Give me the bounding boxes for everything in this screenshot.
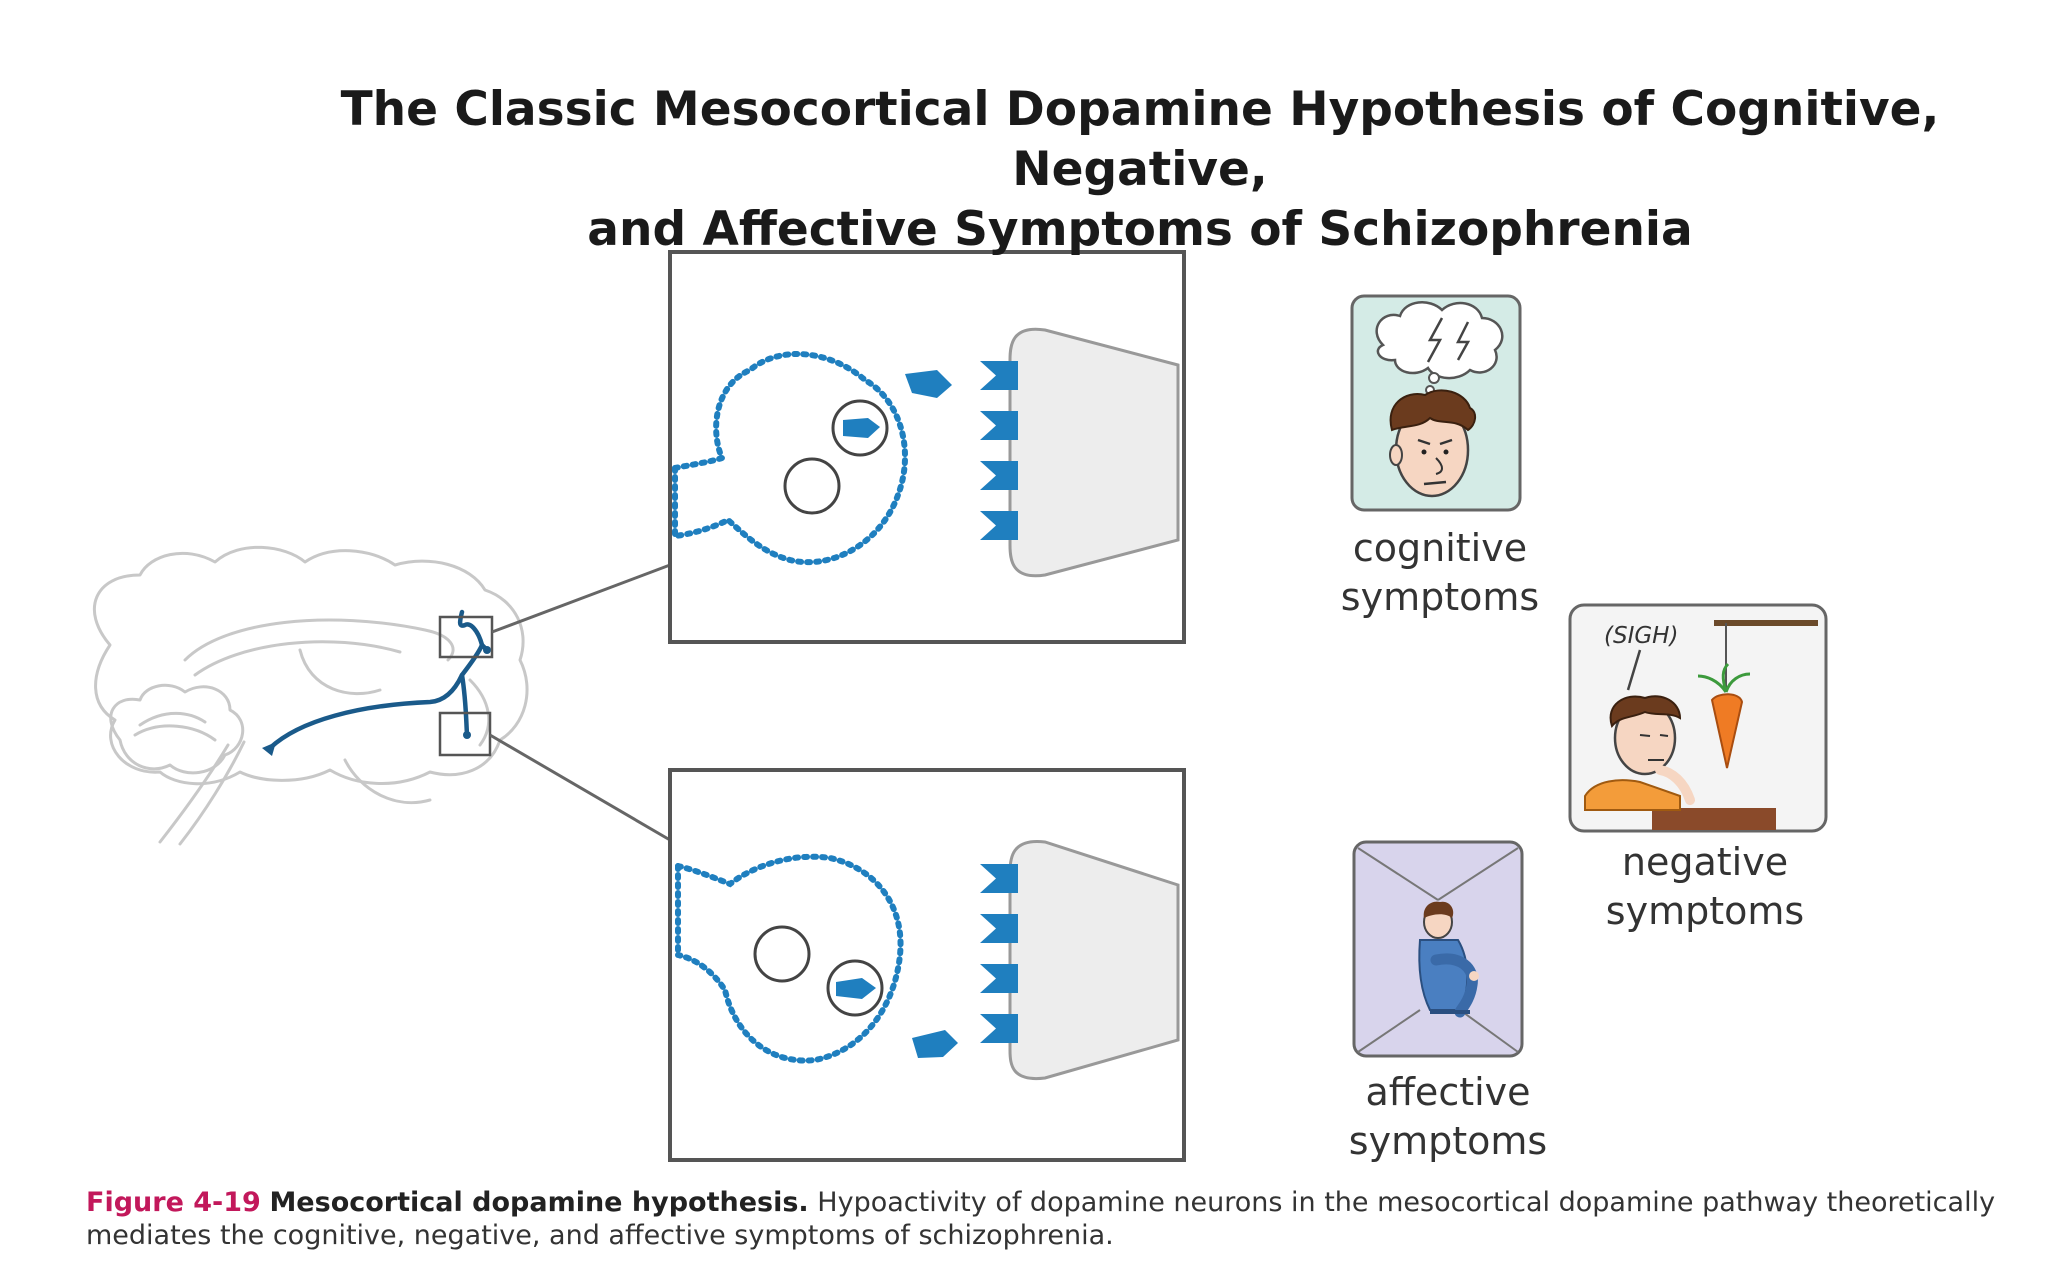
brain-highlight-box-upper [438,615,494,659]
negative-symptom-panel: (SIGH) [1568,603,1828,833]
empty-vesicle [783,457,841,515]
confused-person-icon [1389,389,1476,498]
title-line-1: The Classic Mesocortical Dopamine Hypoth… [340,82,1940,197]
mesocortical-pathway [267,609,490,751]
affective-symptom-panel [1352,840,1524,1058]
pathway-terminal-dot [483,646,491,654]
dopamine-receptors [980,864,1018,1043]
brain-outline [92,545,529,846]
connector-line-lower [489,733,671,842]
title-line-2: and Affective Symptoms of Schizophrenia [587,202,1693,257]
vta-origin-marker [262,742,276,756]
dopamine-receptor [980,361,1018,390]
carrot-icon [1697,662,1751,769]
released-dopamine [912,1030,958,1058]
dopamine-molecule [843,418,880,438]
affective-label-line-2: symptoms [1348,1119,1548,1163]
presynaptic-terminal [672,351,908,566]
postsynaptic-neuron [1008,327,1180,578]
synapse-panel-lower [668,768,1186,1162]
bored-person-icon [1584,695,1695,811]
dopamine-receptor [980,511,1018,540]
released-dopamine [905,370,952,398]
figure-title: The Classic Mesocortical Dopamine Hypoth… [230,80,2048,260]
caption-text: Hypoactivity of dopamine neurons in the … [86,1187,1996,1251]
sad-person-icon [1418,901,1479,1018]
lightning-icon [1426,317,1444,363]
negative-symptoms-label: negative symptoms [1575,838,1835,936]
cognitive-symptom-panel [1350,294,1522,512]
synapse-panel-upper [668,250,1186,644]
pathway-terminal-dot [463,731,471,739]
dopamine-receptor [980,964,1018,993]
lightning-icon [1455,321,1471,361]
cognitive-symptoms-label: cognitive symptoms [1310,524,1570,622]
cognitive-label-line-2: symptoms [1340,575,1540,619]
presynaptic-terminal [675,853,904,1064]
figure-number: Figure 4-19 [86,1187,261,1218]
dopamine-molecule [836,978,876,999]
affective-label-line-1: affective [1365,1070,1531,1114]
cognitive-label-line-1: cognitive [1352,526,1528,570]
dopamine-receptor [980,864,1018,893]
caption-title: Mesocortical dopamine hypothesis. [269,1187,809,1218]
figure-caption: Figure 4-19 Mesocortical dopamine hypoth… [86,1186,2026,1252]
brain-highlight-box-lower [438,711,492,757]
dopamine-receptor [980,1014,1018,1043]
postsynaptic-neuron [1008,840,1180,1081]
dopamine-receptor [980,411,1018,440]
empty-vesicle [753,925,811,983]
desk [1652,808,1776,830]
negative-label-line-2: symptoms [1605,889,1805,933]
negative-label-line-1: negative [1621,840,1789,884]
sigh-label: (SIGH) [1604,623,1678,649]
dopamine-receptor [980,461,1018,490]
dopamine-receptor [980,914,1018,943]
affective-symptoms-label: affective symptoms [1318,1068,1578,1166]
dopamine-receptors [980,361,1018,540]
connector-line-upper [491,563,671,634]
